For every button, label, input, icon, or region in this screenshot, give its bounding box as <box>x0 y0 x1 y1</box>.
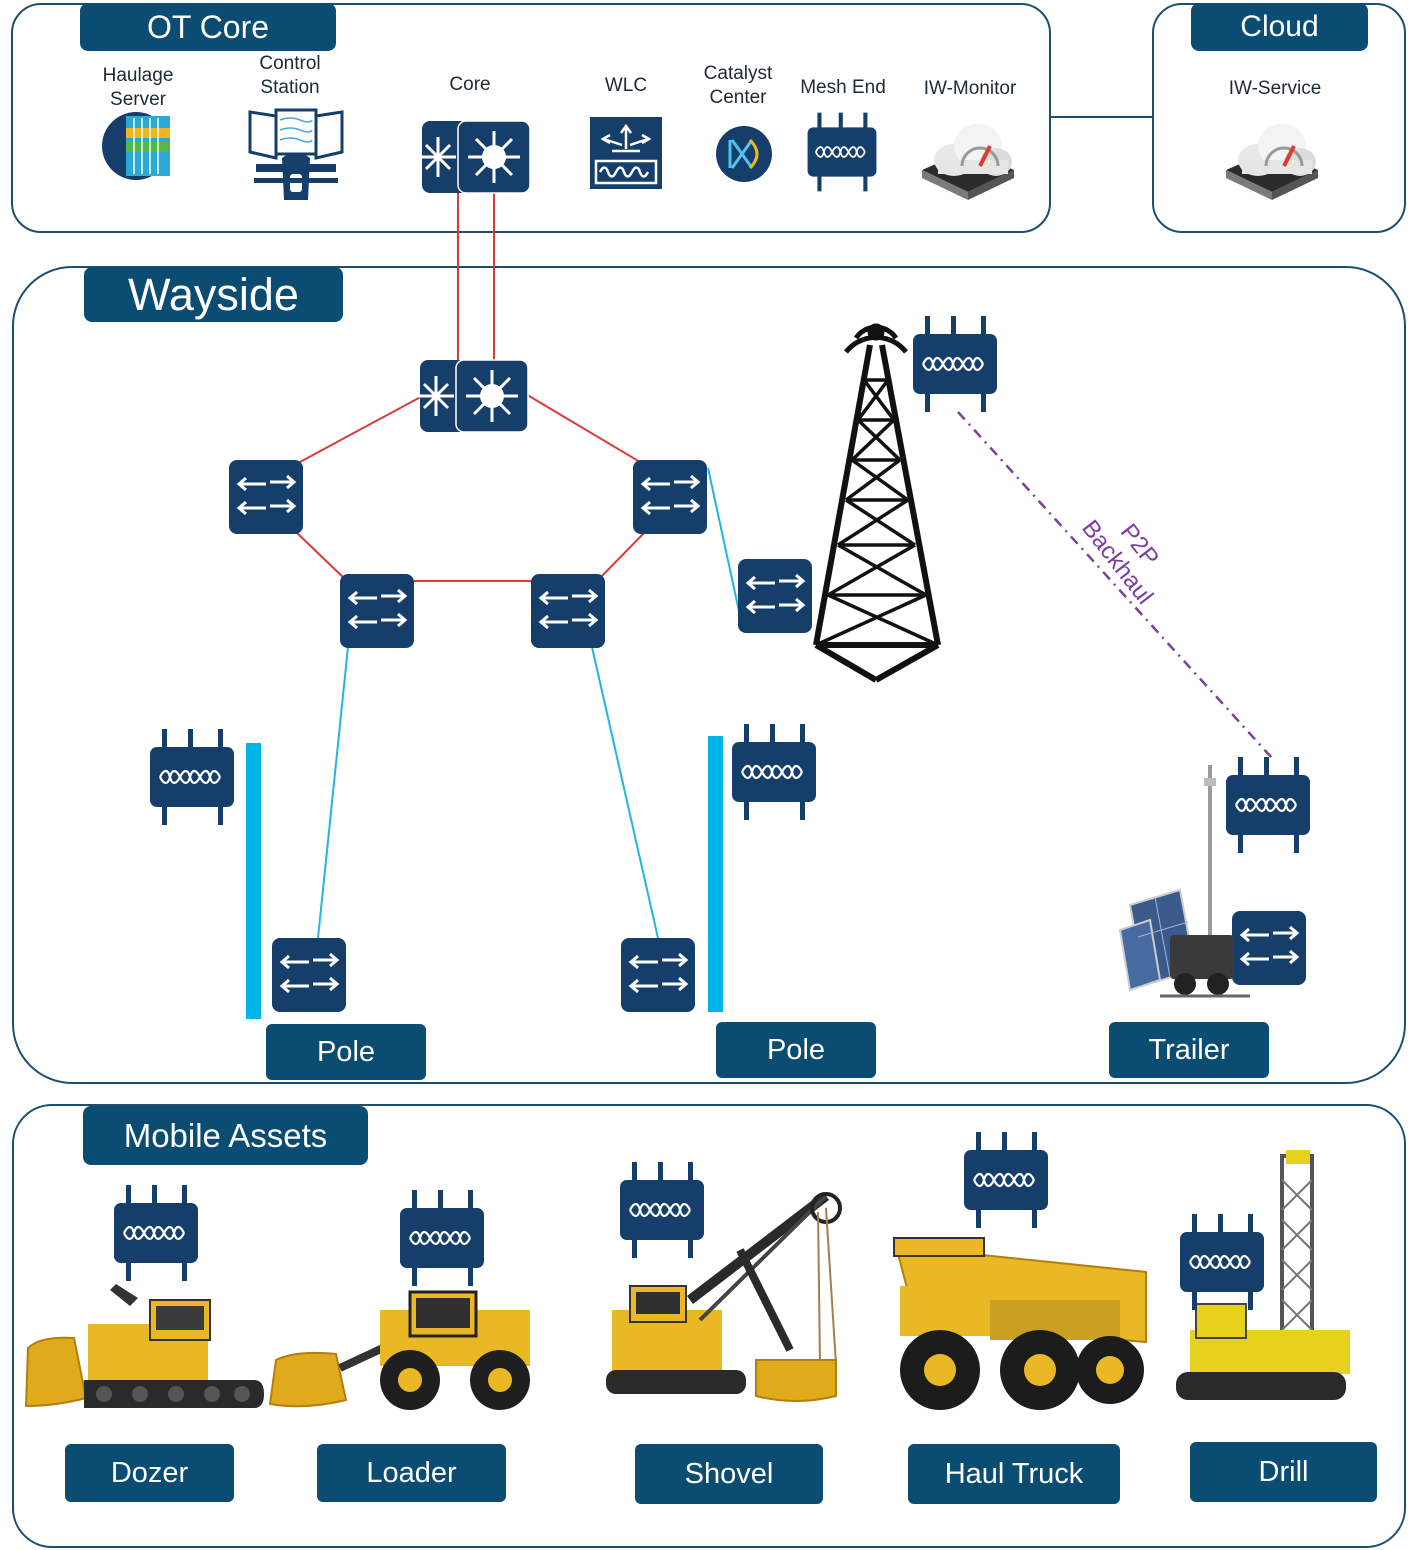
control-station-label: Control Station <box>259 53 321 98</box>
loader-icon <box>268 1290 530 1410</box>
ring-switch-right-icon <box>631 458 709 536</box>
shovel-label: Shovel <box>635 1444 823 1504</box>
tower-icon <box>813 323 941 683</box>
iw-monitor-label: IW-Monitor <box>923 78 1017 99</box>
server-icon <box>102 112 170 180</box>
drill-mesh-ap-icon <box>1178 1212 1266 1312</box>
wlc-label: WLC <box>604 75 648 96</box>
mesh-end-label: Mesh End <box>800 77 886 98</box>
tower-switch-icon <box>736 557 814 635</box>
ring-switch-bottom-left-icon <box>338 572 416 650</box>
loader-mesh-ap-icon <box>398 1188 486 1288</box>
shovel-mesh-ap-icon <box>618 1160 706 1260</box>
haul-truck-icon <box>893 1237 1147 1410</box>
iw-monitor-icon <box>920 122 1016 202</box>
trailer-mesh-ap-icon <box>1224 755 1312 855</box>
catalyst-center-label: Catalyst Center <box>703 63 773 108</box>
core-label: Core <box>449 74 491 95</box>
haul-truck-mesh-ap-icon <box>962 1130 1050 1230</box>
access-links <box>317 467 743 939</box>
solar-trailer-icon <box>1118 765 1250 998</box>
pole-left-bar <box>246 743 261 1019</box>
ot-core-title: OT Core <box>80 3 336 51</box>
trailer-switch-icon <box>1230 909 1308 987</box>
pole-right-mesh-ap-icon <box>730 722 818 822</box>
cloud-title: Cloud <box>1191 3 1368 51</box>
pole-left-mesh-ap-icon <box>148 727 236 827</box>
pole-left-switch-icon <box>270 936 348 1014</box>
haulage-server-label: Haulage Server <box>102 65 174 110</box>
iw-service-icon <box>1224 122 1320 202</box>
pole-right-bar <box>708 736 723 1012</box>
haul-truck-label: Haul Truck <box>908 1444 1120 1504</box>
mesh-end-icon <box>806 111 878 193</box>
iw-service-label: IW-Service <box>1228 78 1322 99</box>
drill-label: Drill <box>1190 1442 1377 1502</box>
trailer-label: Trailer <box>1109 1022 1269 1078</box>
tower-mesh-ap-icon <box>911 314 999 414</box>
core-uplinks <box>457 190 495 360</box>
pole-left-label: Pole <box>266 1024 426 1080</box>
wayside-title: Wayside <box>84 267 343 322</box>
core-switch-icon <box>418 119 532 195</box>
ring-switch-bottom-right-icon <box>529 572 607 650</box>
wlc-icon <box>590 117 662 189</box>
shovel-icon <box>606 1192 842 1402</box>
pole-right-switch-icon <box>619 936 697 1014</box>
wayside-core-switch-icon <box>416 358 530 434</box>
loader-label: Loader <box>317 1444 506 1502</box>
dozer-label: Dozer <box>65 1444 234 1502</box>
dozer-icon <box>24 1284 264 1408</box>
dozer-mesh-ap-icon <box>112 1183 200 1283</box>
pole-right-label: Pole <box>716 1022 876 1078</box>
ring-switch-left-icon <box>227 458 305 536</box>
catalyst-center-icon <box>716 126 772 182</box>
p2p-backhaul-link <box>957 411 1273 759</box>
control-station-icon <box>248 108 344 200</box>
mobile-assets-title: Mobile Assets <box>83 1106 368 1165</box>
drill-icon <box>1176 1150 1350 1400</box>
ring-links <box>295 392 646 582</box>
